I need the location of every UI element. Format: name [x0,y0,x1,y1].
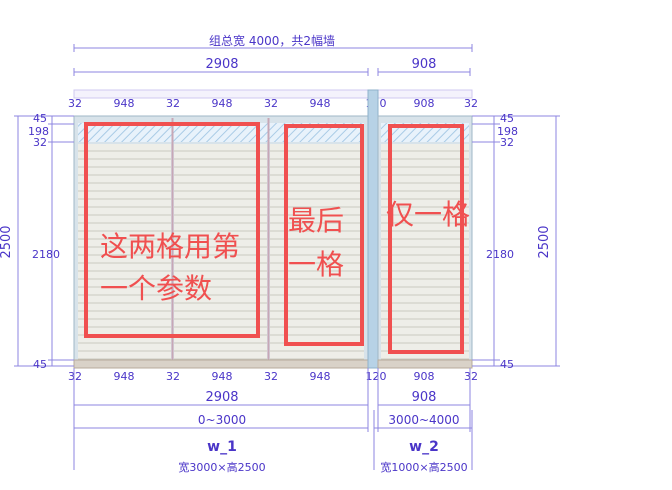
top-dim-w1: 2908 [205,57,238,72]
seg-dim: 120 [366,370,387,383]
seg-dim: 32 [264,370,278,383]
top-segment-dims: 32 948 32 948 32 948 120 908 32 [68,97,478,110]
seg-dim: 948 [114,97,135,110]
annotation-text-2b: 一格 [288,248,344,281]
left-dims: 2500 45 198 32 2180 45 [0,112,74,371]
bottom-dims: 2908 908 0~3000 3000~4000 [73,368,473,470]
seg-dim: 32 [264,97,278,110]
seg-dim: 948 [212,370,233,383]
annotation-box-1 [84,122,260,338]
right-dim-2180: 2180 [486,248,514,261]
wall-name-w1: w_1 [207,439,237,455]
annotation-text-3: 仅一格 [386,198,470,231]
right-total-dim: 2500 [537,225,552,258]
wall-mullion [367,89,379,369]
left-dim-2180: 2180 [32,248,60,261]
seg-dim: 908 [414,97,435,110]
annotation-text-2a: 最后 [288,204,344,237]
right-dim-32: 32 [500,136,514,149]
right-dims: 2500 45 198 32 2180 45 [472,112,560,371]
right-dim-45-bottom: 45 [500,358,514,371]
range-w2: 3000~4000 [388,413,459,427]
right-dim-198: 198 [497,125,518,138]
panel-w1-1 [78,144,171,360]
seg-dim: 32 [464,97,478,110]
bottom-dim-w2: 908 [412,390,437,405]
left-total-dim: 2500 [0,225,14,258]
right-dim-45: 45 [500,112,514,125]
left-dim-45-bottom: 45 [33,358,47,371]
wall-name-w2: w_2 [409,439,439,455]
seg-dim: 948 [212,97,233,110]
total-width-label: 组总宽 4000，共2幅墙 [209,33,335,48]
wall-size-w1: 宽3000×高2500 [178,460,265,474]
seg-dim: 908 [414,370,435,383]
top-dim-w2: 908 [412,57,437,72]
seg-dim: 32 [68,370,82,383]
left-dim-32: 32 [33,136,47,149]
left-dim-198: 198 [28,125,49,138]
seg-dim: 948 [310,97,331,110]
bottom-segment-dims: 32 948 32 948 32 948 120 908 32 [68,370,478,383]
seg-dim: 32 [166,370,180,383]
left-dim-45: 45 [33,112,47,125]
panel-w2-1 [381,144,469,360]
seg-dim: 32 [68,97,82,110]
annotation-text-1b: 一个参数 [100,272,212,305]
seg-dim: 948 [114,370,135,383]
wall-size-w2: 宽1000×高2500 [380,460,467,474]
wall-w2 [377,115,473,369]
bottom-dim-w1: 2908 [205,390,238,405]
annotation-box-2 [284,124,364,346]
seg-dim: 948 [310,370,331,383]
panel-w1-2 [174,144,267,360]
range-w1: 0~3000 [198,413,246,427]
annotation-text-1a: 这两格用第 [100,230,240,263]
seg-dim: 32 [166,97,180,110]
seg-dim: 32 [464,370,478,383]
annotation-box-3 [388,124,464,354]
